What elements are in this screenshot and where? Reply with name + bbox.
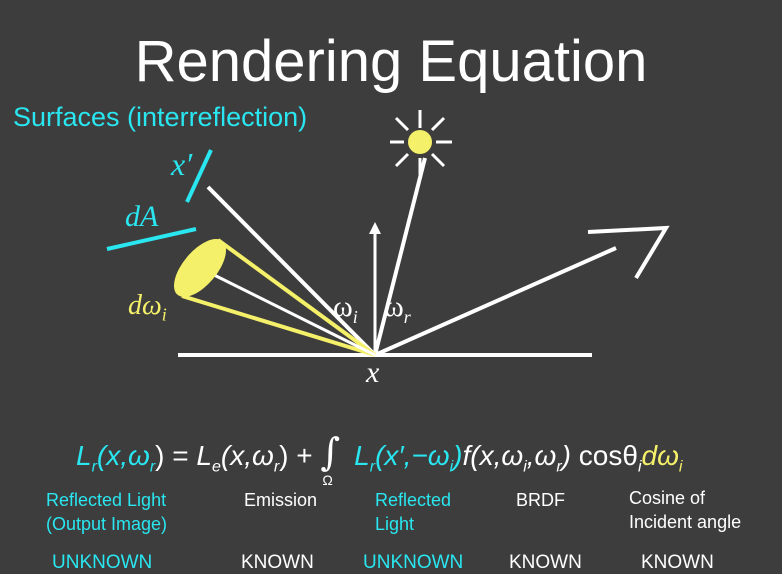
status-brdf: KNOWN	[509, 552, 582, 573]
eq-reflected: Lr(x′,−ωi)	[354, 440, 463, 476]
eq-plus: ) +	[279, 440, 313, 471]
label-x: x	[366, 356, 380, 389]
slide-subtitle: Surfaces (interreflection)	[13, 102, 308, 132]
term-label-brdf: BRDF	[516, 490, 565, 510]
eq-lhs: Lr(x,ωr	[76, 440, 156, 476]
eq-domega: dωi	[641, 440, 683, 476]
cone-edge-bottom	[181, 294, 376, 357]
term-label-cosine: Cosine of Incident angle	[629, 488, 742, 532]
light-icon	[390, 110, 452, 175]
eq-emission: Le(x,ωr	[196, 440, 280, 476]
term-label-emission: Emission	[244, 490, 318, 510]
eye-icon	[587, 225, 670, 280]
light-core	[408, 130, 432, 154]
label-omega-r: ωr	[384, 290, 411, 327]
status-reflected-output: UNKNOWN	[52, 552, 153, 573]
x-prime-tick	[185, 149, 213, 203]
ray-to-x-prime	[206, 185, 377, 357]
cone-edge-top	[216, 238, 377, 357]
dA-line	[106, 227, 197, 251]
ray-to-eye	[374, 246, 617, 357]
label-x-prime: x′	[171, 146, 193, 182]
cone-center-white	[199, 266, 376, 357]
normal-arrowhead	[369, 222, 381, 234]
eq-cosine: cosθi	[578, 440, 642, 476]
label-omega-i: ωi	[333, 290, 358, 327]
status-reflected-light: UNKNOWN	[363, 552, 464, 573]
ray-to-light	[373, 157, 427, 356]
eq-integral: ∫Ω	[320, 430, 341, 488]
equation: Lr(x,ωr) = Le(x,ωr) + ∫Ω Lr(x′,−ωi)f(x,ω…	[76, 430, 683, 488]
slide-title: Rendering Equation	[134, 29, 648, 94]
status-cosine: KNOWN	[641, 552, 714, 573]
term-label-reflected-output: Reflected Light (Output Image)	[46, 490, 168, 534]
status-emission: KNOWN	[241, 552, 314, 573]
label-dA: dA	[125, 200, 159, 233]
eq-brdf: f(x,ωi,ωr)	[462, 440, 571, 476]
solid-angle-disc	[174, 239, 226, 297]
eq-equals: ) =	[155, 440, 189, 471]
label-domega-i: dωi	[128, 290, 167, 325]
term-label-reflected-light: Reflected Light	[375, 490, 452, 534]
